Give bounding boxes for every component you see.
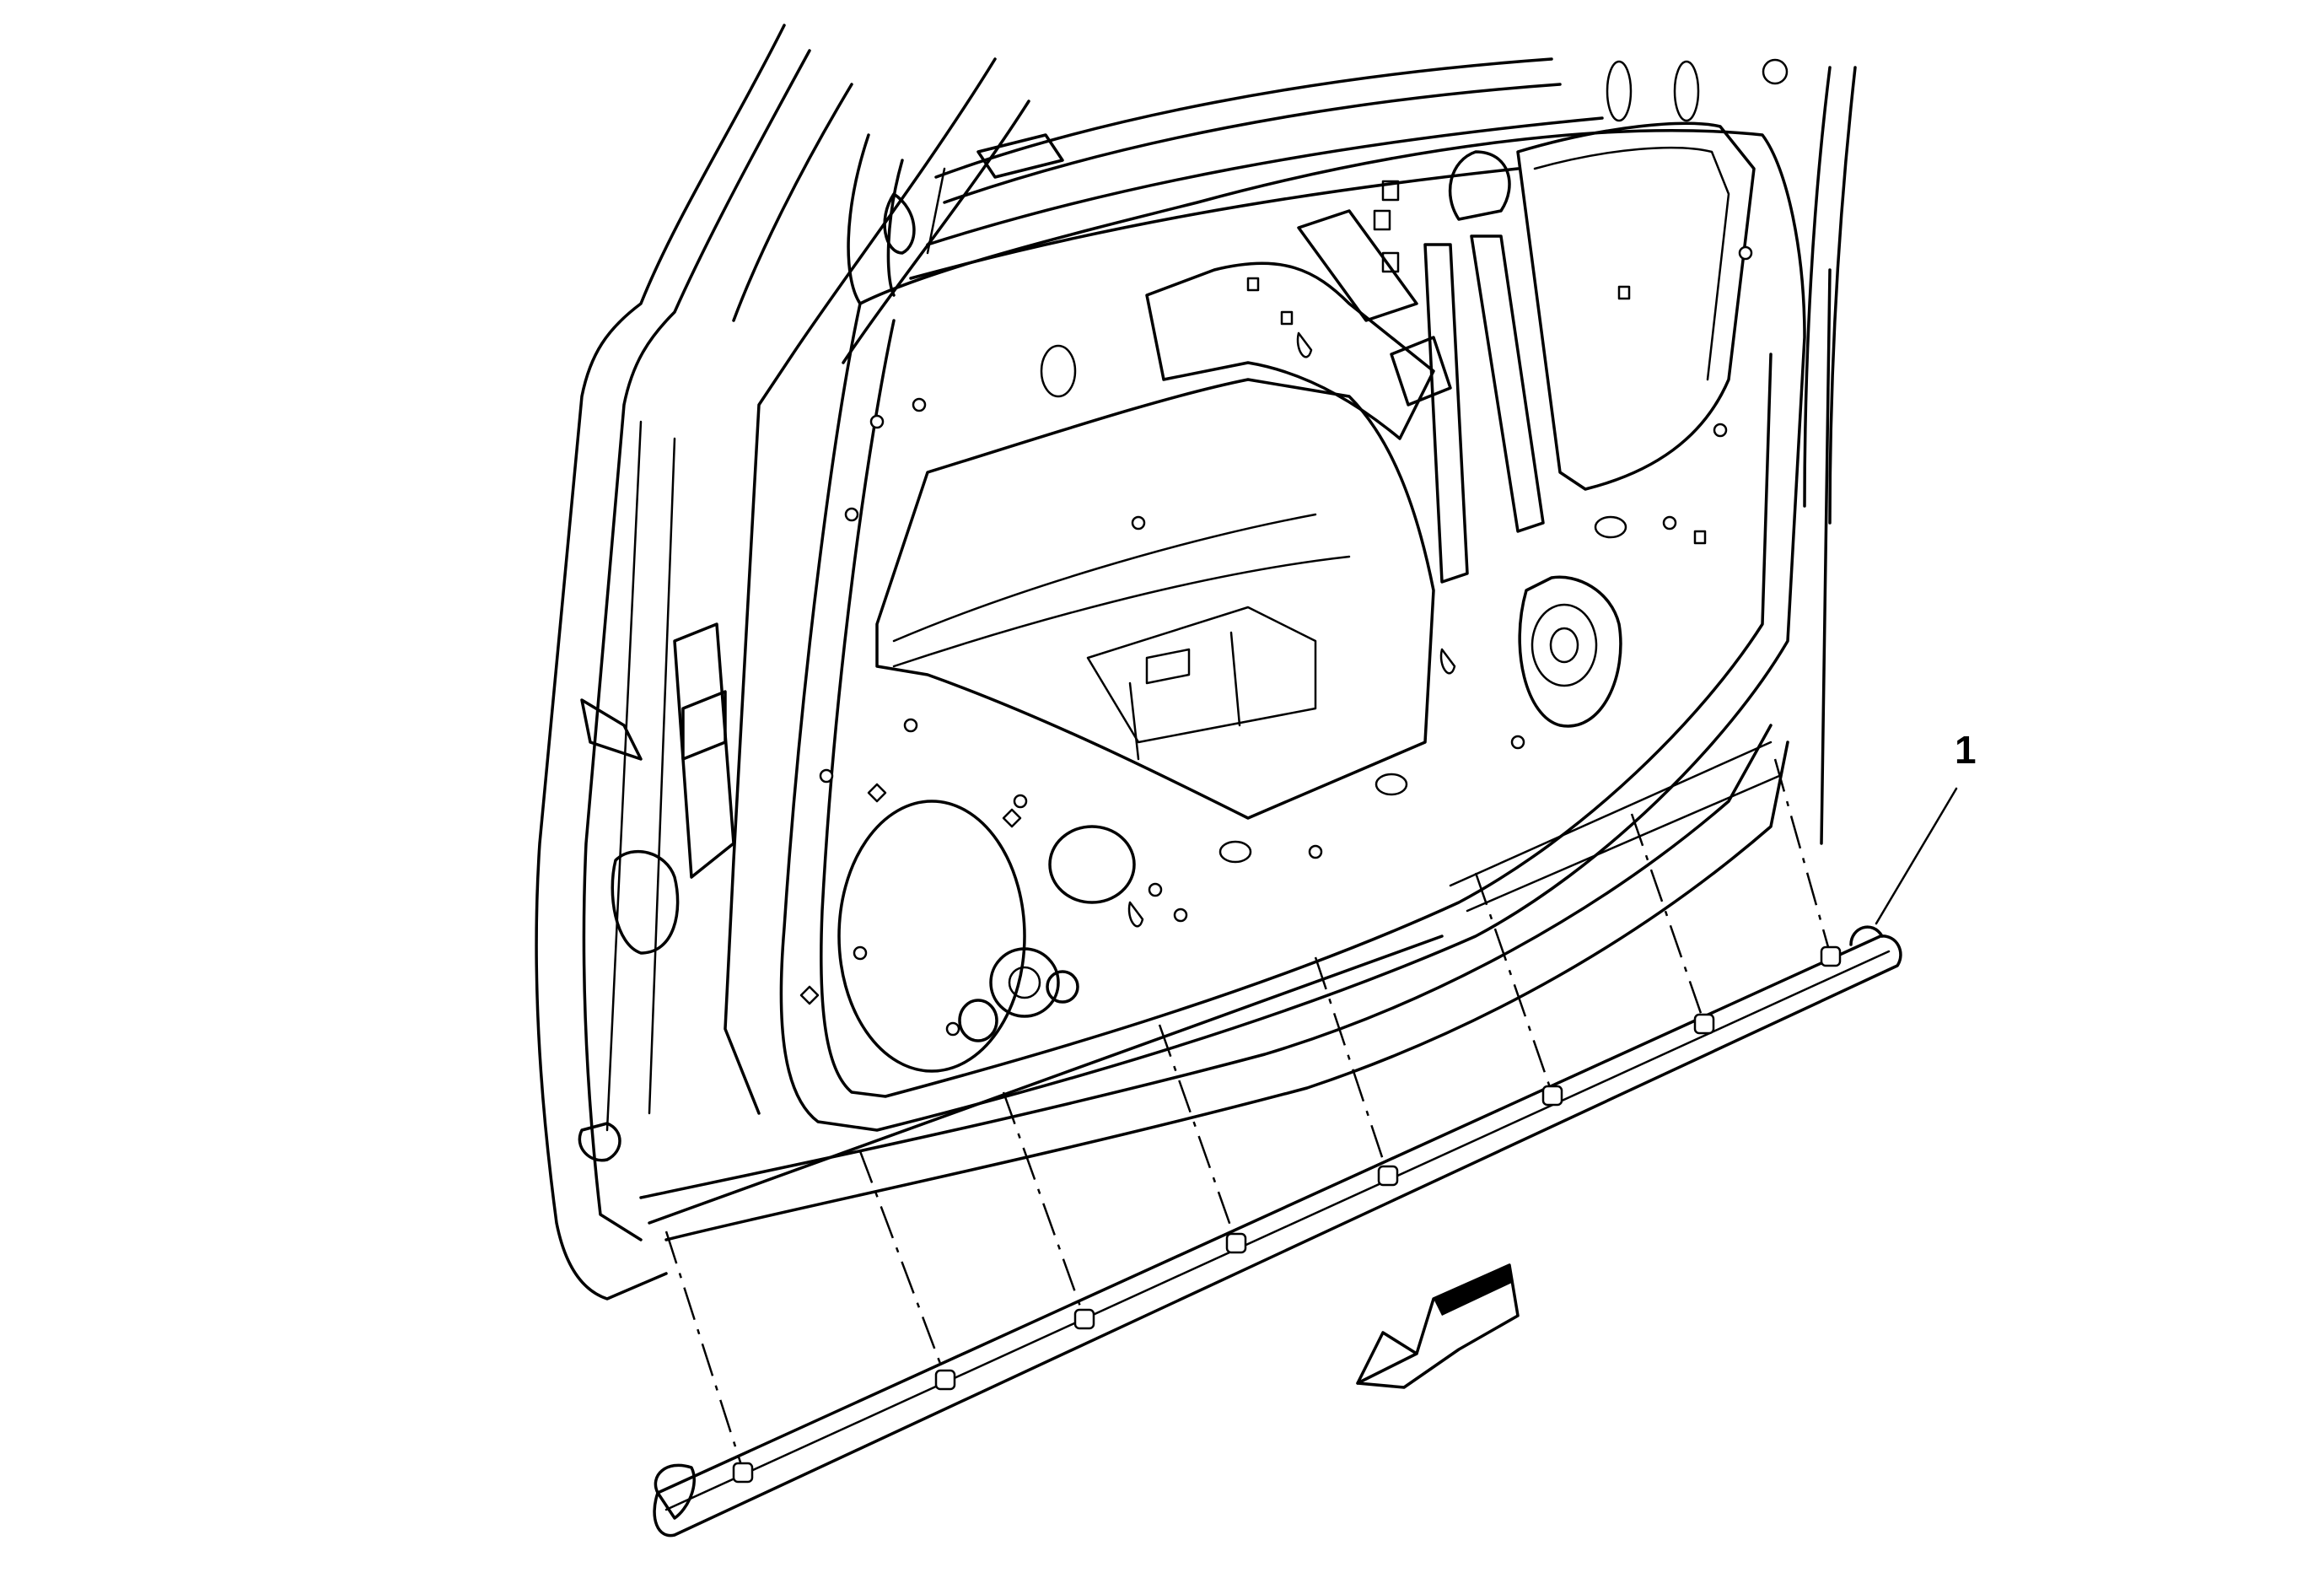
callout-leader-line [1875, 787, 1958, 925]
door-lower-edge [639, 724, 1789, 1241]
door-sill-molding [653, 925, 1902, 1538]
front-direction-arrow [1356, 1263, 1520, 1389]
molding-clips [732, 945, 1842, 1484]
callout-number-1: 1 [1955, 728, 1977, 772]
speaker-opening [837, 800, 1026, 1073]
door-frame [535, 24, 1030, 1301]
clip-install-lines [664, 758, 1832, 1468]
